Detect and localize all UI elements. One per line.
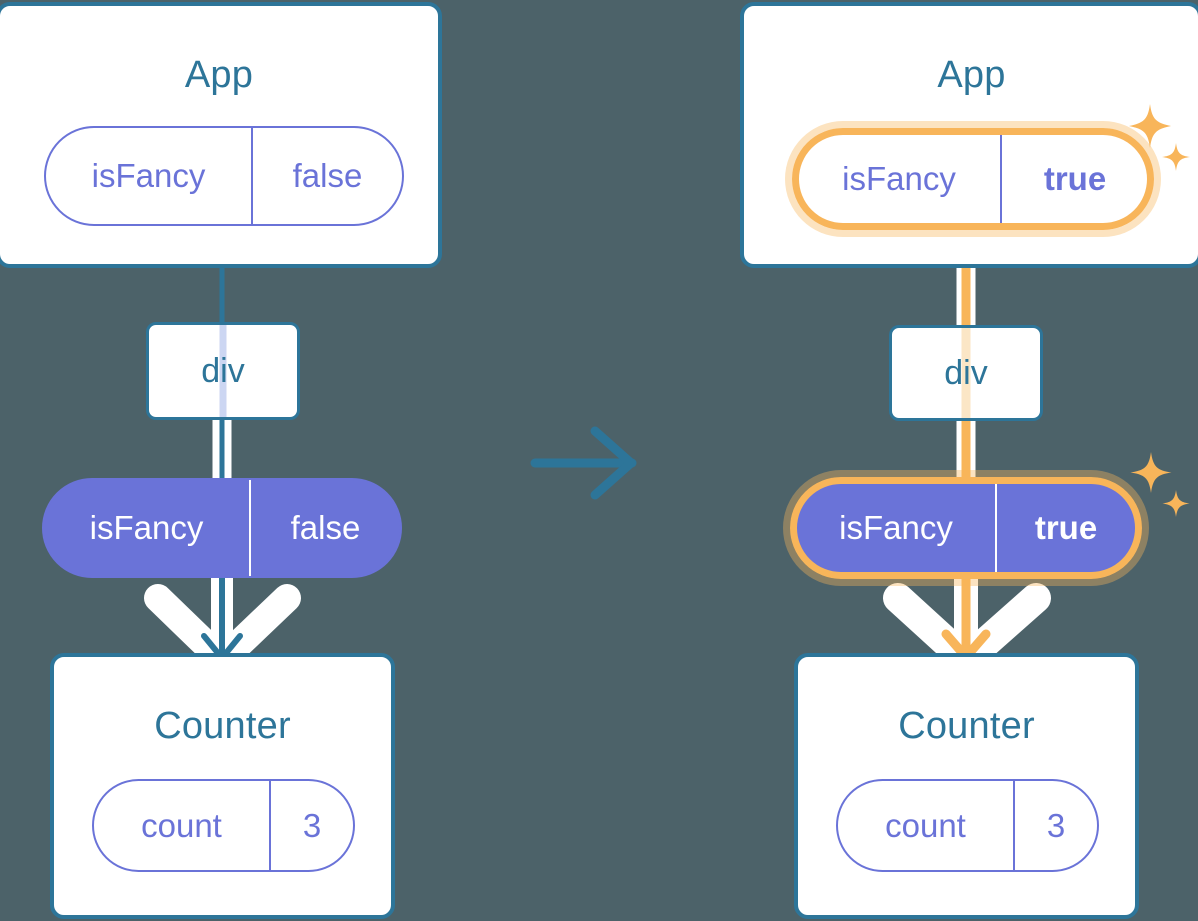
sparkle-large-icon	[1130, 452, 1172, 493]
div-node-before: div	[146, 322, 300, 420]
state-pill-isfancy-before[interactable]: isFancy false	[44, 126, 404, 226]
prop-pill-isfancy-before[interactable]: isFancy false	[42, 478, 402, 578]
app-title-before: App	[184, 54, 254, 96]
state-pill-value-before: false	[251, 128, 402, 224]
arrow-prop-to-counter-right	[883, 568, 1051, 675]
sparkle-group-app-after	[1126, 100, 1198, 178]
counter-state-pill-key-before: count	[141, 806, 222, 844]
sparkle-small-icon	[1162, 143, 1190, 171]
counter-state-pill-value-before: 3	[269, 781, 353, 870]
counter-component-box-before: Counter count 3	[50, 653, 395, 919]
counter-state-pill-key-after: count	[885, 806, 966, 844]
connector-through-div-before	[219, 325, 227, 417]
state-pill-key-after: isFancy	[842, 160, 956, 197]
div-node-after: div	[889, 325, 1043, 421]
prop-pill-value-before: false	[249, 480, 400, 576]
sparkle-group-prop-after	[1128, 448, 1198, 524]
state-pill-key-before: isFancy	[91, 157, 206, 194]
counter-title-before: Counter	[154, 705, 291, 747]
prop-pill-key-before: isFancy	[89, 509, 204, 546]
div-node-label-after: div	[944, 353, 988, 392]
state-pill-isfancy-after[interactable]: isFancy true	[796, 132, 1150, 226]
app-component-box-after: App isFancy true	[740, 2, 1198, 268]
app-title-after: App	[937, 54, 1006, 96]
prop-pill-key-after: isFancy	[839, 509, 953, 546]
sparkle-small-icon	[1162, 490, 1190, 517]
prop-pill-value-after: true	[995, 484, 1135, 572]
prop-pill-isfancy-after[interactable]: isFancy true	[795, 482, 1137, 574]
sparkle-large-icon	[1129, 104, 1171, 148]
counter-state-pill-before[interactable]: count 3	[92, 779, 355, 872]
connector-through-div-after	[961, 328, 971, 418]
arrow-right-icon	[527, 425, 647, 500]
arrow-prop-to-counter-left	[144, 568, 301, 674]
state-pill-value-after: true	[1000, 134, 1148, 224]
app-component-box-before: App isFancy false	[0, 2, 442, 268]
div-node-label-before: div	[201, 351, 245, 390]
counter-state-pill-after[interactable]: count 3	[836, 779, 1099, 872]
counter-title-after: Counter	[898, 705, 1035, 747]
counter-component-box-after: Counter count 3	[794, 653, 1139, 919]
counter-state-pill-value-after: 3	[1013, 781, 1097, 870]
